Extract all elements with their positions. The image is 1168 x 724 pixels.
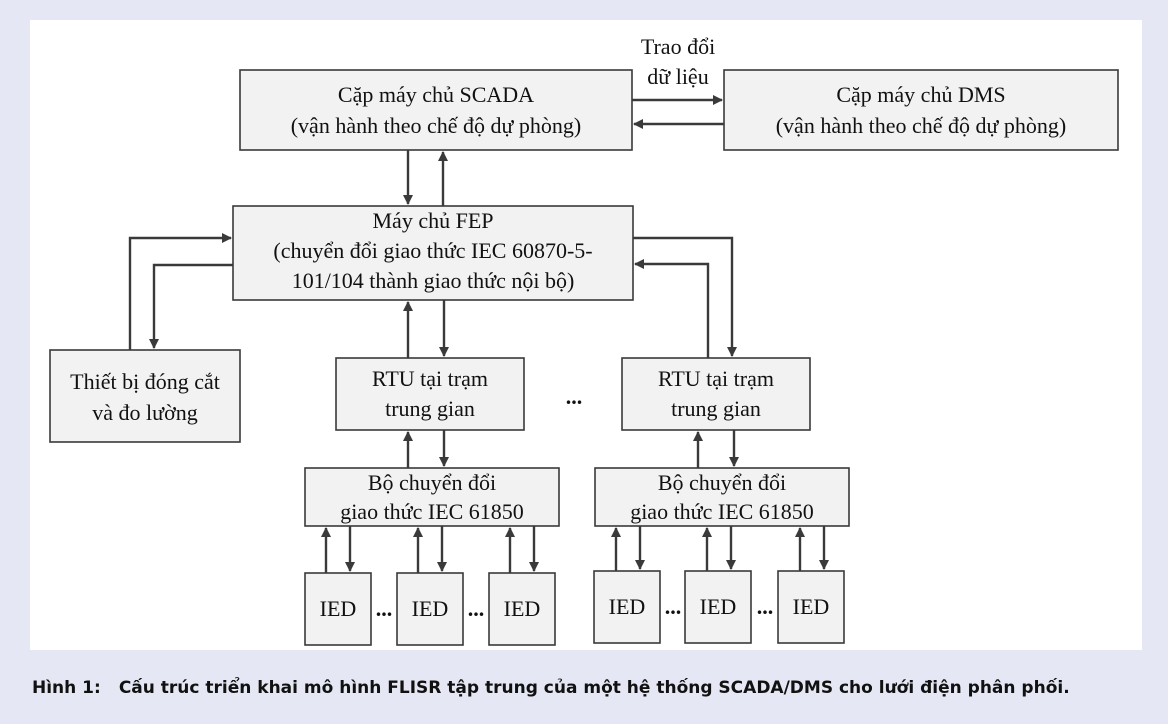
- ied-box: IED: [593, 570, 661, 644]
- ied-box: IED: [304, 572, 372, 646]
- ied-ellipsis: ...: [468, 596, 485, 621]
- arrow-switchgear-to-fep: [128, 233, 232, 350]
- svg-text:Cặp máy chủ DMS: Cặp máy chủ DMS: [836, 82, 1005, 107]
- converter-left-box: Bộ chuyển đổi giao thức IEC 61850: [304, 467, 560, 527]
- arrow-fep-to-switchgear: [149, 263, 233, 349]
- dms-server-box: Cặp máy chủ DMS (vận hành theo chế độ dự…: [723, 69, 1119, 151]
- svg-text:Cặp máy chủ SCADA: Cặp máy chủ SCADA: [338, 82, 534, 107]
- svg-text:Trao đổi: Trao đổi: [641, 34, 715, 59]
- svg-text:IED: IED: [609, 594, 646, 619]
- scada-server-box: Cặp máy chủ SCADA (vận hành theo chế độ …: [239, 69, 633, 151]
- svg-text:RTU tại trạm: RTU tại trạm: [658, 366, 774, 391]
- figure-caption: Hình 1: Cấu trúc triển khai mô hình FLISR…: [32, 678, 1070, 698]
- svg-text:Bộ chuyển đổi: Bộ chuyển đổi: [368, 470, 496, 495]
- svg-text:101/104 thành giao thức nội bộ: 101/104 thành giao thức nội bộ): [292, 268, 575, 293]
- ied-box: IED: [777, 570, 845, 644]
- ied-box: IED: [684, 570, 752, 644]
- svg-text:dữ liệu: dữ liệu: [647, 64, 708, 89]
- svg-text:(chuyển đổi giao thức IEC 6087: (chuyển đổi giao thức IEC 60870-5-: [273, 238, 592, 263]
- svg-text:trung gian: trung gian: [385, 396, 475, 421]
- ied-ellipsis: ...: [757, 594, 774, 619]
- svg-text:Thiết bị đóng cắt: Thiết bị đóng cắt: [70, 369, 220, 394]
- ied-ellipsis: ...: [376, 596, 393, 621]
- svg-text:IED: IED: [320, 596, 357, 621]
- switchgear-box: Thiết bị đóng cắt và đo lường: [49, 349, 241, 443]
- svg-text:RTU tại trạm: RTU tại trạm: [372, 366, 488, 391]
- caption-label: Hình 1:: [32, 678, 101, 698]
- svg-text:trung gian: trung gian: [671, 396, 761, 421]
- converter-right-box: Bộ chuyển đổi giao thức IEC 61850: [594, 467, 850, 527]
- flisr-architecture-diagram: Cặp máy chủ SCADA (vận hành theo chế độ …: [49, 34, 1119, 646]
- diagram-panel: Cặp máy chủ SCADA (vận hành theo chế độ …: [30, 20, 1142, 650]
- arrow-rtu-right-to-fep: [634, 259, 710, 358]
- arrow-fep-to-rtu-right: [633, 236, 737, 357]
- svg-text:và đo lường: và đo lường: [92, 400, 197, 425]
- rtu-ellipsis: ...: [566, 384, 583, 409]
- svg-text:Bộ chuyển đổi: Bộ chuyển đổi: [658, 470, 786, 495]
- svg-text:giao thức IEC 61850: giao thức IEC 61850: [340, 499, 524, 524]
- fep-server-box: Máy chủ FEP (chuyển đổi giao thức IEC 60…: [232, 205, 634, 301]
- rtu-right-box: RTU tại trạm trung gian: [621, 357, 811, 431]
- caption-text: Cấu trúc triển khai mô hình FLISR tập tr…: [118, 678, 1070, 698]
- svg-text:(vận hành theo chế độ dự phòng: (vận hành theo chế độ dự phòng): [776, 113, 1067, 138]
- ied-box: IED: [396, 572, 464, 646]
- svg-text:IED: IED: [504, 596, 541, 621]
- svg-text:IED: IED: [793, 594, 830, 619]
- exchange-label: Trao đổi dữ liệu: [641, 34, 715, 89]
- svg-text:IED: IED: [412, 596, 449, 621]
- svg-text:Máy chủ FEP: Máy chủ FEP: [373, 208, 494, 233]
- ied-box: IED: [488, 572, 556, 646]
- svg-text:IED: IED: [700, 594, 737, 619]
- svg-text:(vận hành theo chế độ dự phòng: (vận hành theo chế độ dự phòng): [291, 113, 582, 138]
- svg-text:giao thức IEC 61850: giao thức IEC 61850: [630, 499, 814, 524]
- rtu-left-box: RTU tại trạm trung gian: [335, 357, 525, 431]
- ied-ellipsis: ...: [665, 594, 682, 619]
